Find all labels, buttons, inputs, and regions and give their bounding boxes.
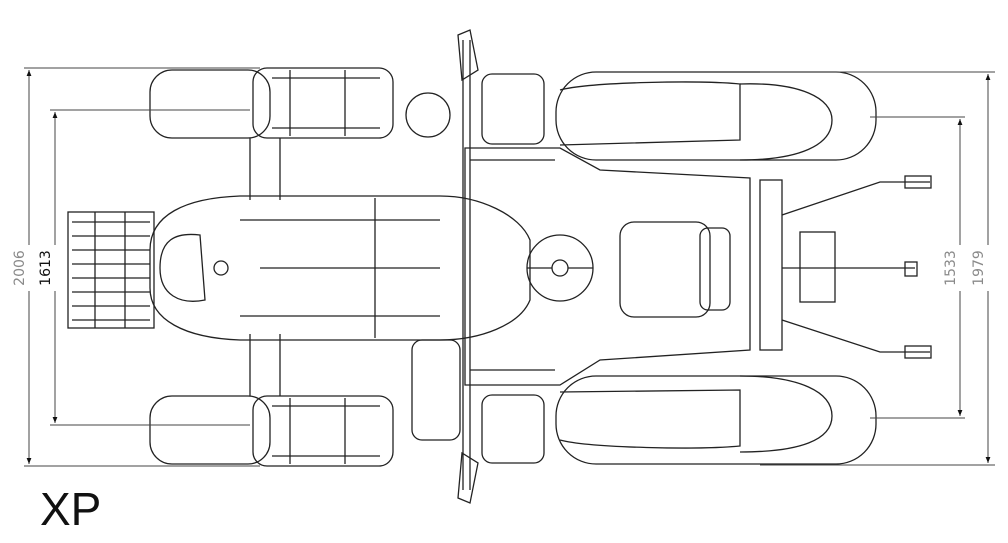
rear-right-wheel [555, 375, 877, 465]
tractor-outline [67, 29, 932, 504]
front-ballast-weights [67, 211, 155, 329]
operator-seat [619, 221, 731, 318]
dim-rear-overall-width: 1979 [971, 250, 987, 286]
mirrors [405, 29, 545, 504]
model-label: XP [40, 483, 102, 535]
front-right-wheel [149, 395, 394, 467]
dimension-lines [24, 67, 995, 467]
dim-rear-track: 1533 [943, 250, 959, 286]
rear-left-wheel [555, 71, 877, 161]
cab-platform [462, 40, 751, 490]
dim-front-track: 1613 [38, 250, 54, 286]
rear-three-point-hitch [759, 175, 932, 359]
bonnet [149, 195, 531, 341]
front-left-wheel [149, 67, 394, 139]
dim-front-overall-width: 2006 [12, 250, 28, 286]
